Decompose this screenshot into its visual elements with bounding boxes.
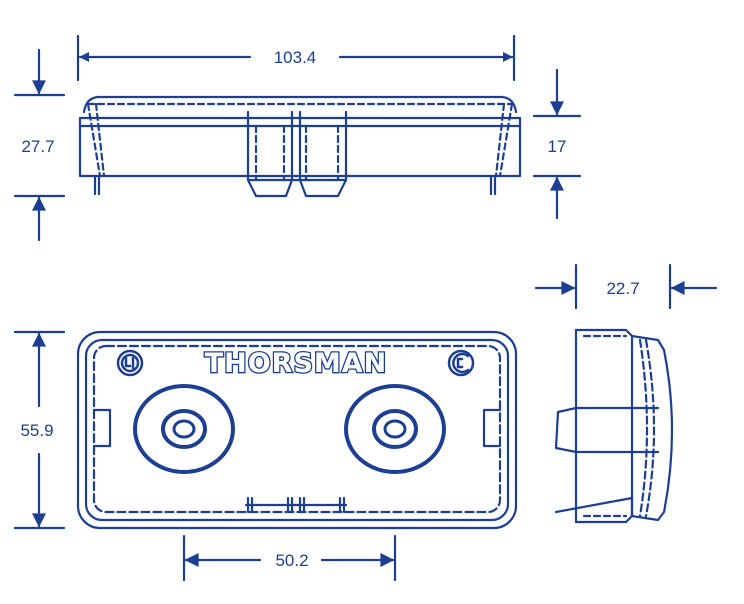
dim-body-height bbox=[532, 68, 582, 220]
socket-right bbox=[344, 384, 446, 474]
brand-logo-text: THORSMAN bbox=[205, 348, 388, 379]
label-overall-width: 103.4 bbox=[274, 48, 317, 67]
label-side-depth: 22.7 bbox=[606, 279, 639, 298]
label-socket-spacing: 50.2 bbox=[275, 551, 308, 570]
csa-mark-icon bbox=[447, 349, 475, 377]
label-body-height: 17 bbox=[548, 137, 567, 156]
label-face-height: 55.9 bbox=[20, 421, 53, 440]
side-view bbox=[554, 328, 674, 524]
dim-overall-height bbox=[13, 48, 66, 242]
dim-overall-width bbox=[76, 34, 516, 82]
socket-left bbox=[133, 384, 235, 474]
label-overall-height: 27.7 bbox=[21, 137, 54, 156]
dim-face-height bbox=[13, 330, 66, 530]
dim-side-depth bbox=[534, 263, 718, 310]
top-view bbox=[78, 95, 522, 198]
dim-socket-spacing bbox=[182, 534, 397, 582]
front-view bbox=[76, 330, 518, 530]
ul-mark-icon bbox=[116, 349, 144, 377]
